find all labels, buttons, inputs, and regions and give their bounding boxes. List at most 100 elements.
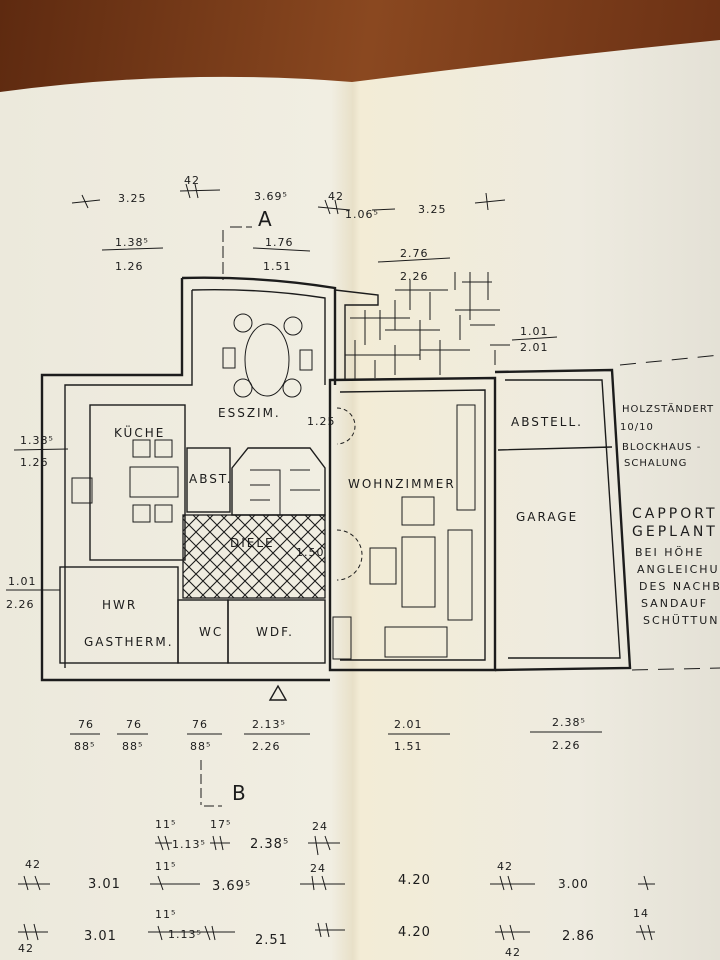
note-schalung: SCHALUNG bbox=[624, 458, 687, 469]
dim-row3-1: 42 bbox=[18, 942, 34, 955]
dim-top-4: 42 bbox=[328, 190, 344, 203]
dim-top-1: 3.25 bbox=[118, 192, 147, 205]
dim-row3-4: 1.13⁵ bbox=[168, 928, 202, 941]
dim-row1-3: 1.13⁵ bbox=[172, 838, 206, 851]
note-line-5: DES NACHB bbox=[639, 580, 720, 593]
room-label-wdf: WDF. bbox=[256, 625, 294, 639]
wdf-room bbox=[227, 599, 326, 664]
note-blockhaus: BLOCKHAUS - bbox=[622, 442, 701, 453]
entrance-arrow-icon bbox=[268, 684, 288, 701]
dining-table bbox=[244, 323, 290, 397]
dim-w1-bottom: 1.26 bbox=[115, 260, 144, 273]
dim-row2-6: 4.20 bbox=[398, 873, 431, 888]
note-holz-size: 10/10 bbox=[620, 422, 654, 433]
dim-left1-top: 1.38⁵ bbox=[20, 434, 54, 447]
note-line-6: SANDAUF bbox=[641, 597, 708, 610]
dim-top-2: 42 bbox=[184, 174, 200, 187]
window-dims: 1.38⁵ 1.26 1.76 1.51 2.76 2.26 1.01 2.01… bbox=[6, 236, 602, 753]
dim-row3-6: 4.20 bbox=[398, 925, 431, 940]
note-holzstaender: HOLZSTÄNDERT bbox=[622, 402, 714, 415]
top-dimension-row: 3.25 42 3.69⁵ 42 1.06⁵ 3.25 bbox=[71, 174, 506, 221]
dim-row3-9: 14 bbox=[633, 907, 649, 920]
dim-left2-bottom: 2.26 bbox=[6, 598, 35, 611]
room-label-abstell: ABSTELL. bbox=[511, 415, 583, 429]
dim-left2-top: 1.01 bbox=[8, 575, 37, 588]
diele-tiles bbox=[182, 514, 326, 599]
dim-row1-2: 17⁵ bbox=[210, 818, 231, 831]
dim-w4-top: 1.01 bbox=[520, 325, 549, 338]
door-width-diele: 1.50 bbox=[296, 546, 325, 559]
dim-row3-7: 42 bbox=[505, 946, 521, 959]
dim-b1-top: 76 bbox=[78, 718, 94, 731]
section-line-b bbox=[200, 760, 222, 807]
dim-b5-bottom: 1.51 bbox=[394, 740, 423, 753]
dim-b6-bottom: 2.26 bbox=[552, 739, 581, 752]
dim-w4-bottom: 2.01 bbox=[520, 341, 549, 354]
dim-w3-bottom: 2.26 bbox=[400, 270, 429, 283]
dim-top-5: 1.06⁵ bbox=[345, 208, 379, 221]
dim-b6-top: 2.38⁵ bbox=[552, 716, 586, 729]
door-width-esszimmer: 1.25 bbox=[307, 415, 336, 428]
dim-left1-bottom: 1.26 bbox=[20, 456, 49, 469]
section-marker-b: B bbox=[232, 781, 247, 805]
room-label-wohnzimmer: WOHNZIMMER bbox=[348, 477, 456, 491]
terrace-paving bbox=[345, 272, 510, 380]
note-carport: CAPPORT bbox=[632, 506, 718, 522]
kitchen-worktop bbox=[89, 404, 186, 561]
room-label-esszimmer: ESSZIM. bbox=[218, 406, 281, 420]
cabinet bbox=[332, 616, 352, 660]
dim-row2-1: 42 bbox=[25, 858, 41, 871]
abst-room bbox=[186, 447, 231, 513]
room-label-diele: DIELE bbox=[230, 536, 275, 550]
section-marker-a: A bbox=[258, 207, 273, 231]
dim-row3-2: 3.01 bbox=[84, 929, 117, 944]
room-label-wc: WC bbox=[199, 625, 223, 639]
room-label-gastherme: GASTHERM. bbox=[84, 635, 174, 649]
dim-b3-top: 76 bbox=[192, 718, 208, 731]
bottom-dimension-rows: 11⁵ 17⁵ 1.13⁵ 2.38⁵ 24 42 3.01 11⁵ 3.69⁵… bbox=[18, 818, 655, 959]
dining-chairs bbox=[222, 313, 313, 398]
stair-steps bbox=[250, 469, 320, 515]
dim-row1-1: 11⁵ bbox=[155, 818, 176, 831]
kitchen-fixtures bbox=[71, 439, 179, 523]
dim-w2-bottom: 1.51 bbox=[263, 260, 292, 273]
annotation-notes: HOLZSTÄNDERT 10/10 BLOCKHAUS - SCHALUNG … bbox=[620, 402, 720, 627]
armchair-top bbox=[401, 496, 435, 526]
couch bbox=[384, 626, 448, 658]
dim-row3-5: 2.51 bbox=[255, 933, 288, 948]
note-geplant: GEPLANT bbox=[632, 524, 718, 540]
note-line-3: BEI HÖHE bbox=[635, 546, 704, 559]
dim-top-6: 3.25 bbox=[418, 203, 447, 216]
room-label-abst: ABST. bbox=[189, 472, 233, 486]
section-line-a bbox=[222, 226, 252, 280]
dim-row2-4: 3.69⁵ bbox=[212, 879, 251, 894]
dim-row2-8: 3.00 bbox=[558, 877, 589, 891]
dim-b4-top: 2.13⁵ bbox=[252, 718, 286, 731]
dim-w1-top: 1.38⁵ bbox=[115, 236, 149, 249]
sofa bbox=[447, 529, 473, 621]
dim-row2-3: 11⁵ bbox=[155, 860, 176, 873]
dim-row3-3: 11⁵ bbox=[155, 908, 176, 921]
room-label-garage: GARAGE bbox=[516, 510, 578, 524]
door-swings bbox=[336, 407, 363, 581]
dim-row2-5: 24 bbox=[310, 862, 326, 875]
armchair bbox=[369, 547, 397, 585]
dim-b2-bottom: 88⁵ bbox=[122, 740, 143, 753]
paper-sheet bbox=[0, 40, 720, 960]
room-label-kueche: KÜCHE bbox=[114, 424, 165, 440]
dim-row1-5: 24 bbox=[312, 820, 328, 833]
sideboard bbox=[456, 404, 476, 511]
dim-row2-2: 3.01 bbox=[88, 877, 121, 892]
note-line-7: SCHÜTTUN bbox=[643, 614, 720, 627]
dim-b1-bottom: 88⁵ bbox=[74, 740, 95, 753]
dim-b5-top: 2.01 bbox=[394, 718, 423, 731]
dim-w2-top: 1.76 bbox=[265, 236, 294, 249]
dim-b2-top: 76 bbox=[126, 718, 142, 731]
dim-b3-bottom: 88⁵ bbox=[190, 740, 211, 753]
walls bbox=[40, 276, 720, 682]
dim-row1-4: 2.38⁵ bbox=[250, 837, 289, 852]
dim-w3-top: 2.76 bbox=[400, 247, 429, 260]
dim-row3-8: 2.86 bbox=[562, 929, 595, 944]
